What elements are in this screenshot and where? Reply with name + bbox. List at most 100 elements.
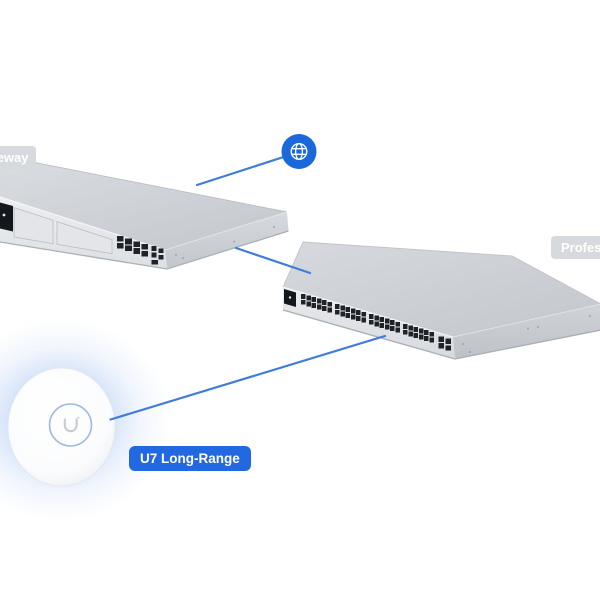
rj45-port <box>327 301 332 307</box>
gateway-label-badge: Gateway <box>0 146 37 169</box>
rj45-port <box>340 305 345 311</box>
sfp-port <box>151 252 157 258</box>
access-point-device[interactable] <box>7 367 116 487</box>
gateway-side-face <box>165 212 289 269</box>
sfp-port <box>158 248 164 254</box>
rj45-port <box>311 297 317 302</box>
rj45-port <box>403 329 408 335</box>
switch-display-led <box>288 296 292 299</box>
rj45-port <box>311 303 317 308</box>
link-internet-gateway <box>195 150 301 187</box>
gateway-side-top-edge <box>164 211 288 251</box>
rj45-port <box>345 307 351 312</box>
sfp-port <box>445 338 452 344</box>
link-gateway-switch <box>234 246 312 275</box>
rj45-port <box>390 320 395 326</box>
rj45-port <box>141 244 149 250</box>
rj45-port <box>413 333 419 338</box>
rj45-port <box>429 337 434 343</box>
switch-sfp-port-block <box>438 336 452 351</box>
rj45-port <box>369 319 374 325</box>
rj45-port <box>418 334 424 340</box>
rj45-port <box>125 238 132 245</box>
gateway-sfp-port-block <box>151 246 164 260</box>
ap-ring <box>48 403 93 447</box>
rj45-port <box>408 331 413 337</box>
rj45-port <box>374 321 379 327</box>
sfp-port <box>438 336 444 342</box>
rj45-port <box>356 316 361 321</box>
rj45-port <box>350 314 356 320</box>
rj45-port <box>322 306 327 311</box>
gateway-bottom-edge <box>0 230 289 270</box>
sfp-port <box>151 246 157 251</box>
switch-top-face <box>283 242 600 337</box>
rj45-port <box>322 300 327 306</box>
rj45-port <box>316 304 322 310</box>
rj45-port <box>379 317 385 322</box>
gateway-device[interactable] <box>0 155 289 270</box>
rj45-port <box>369 313 374 319</box>
internet-globe-node[interactable] <box>281 134 317 169</box>
gateway-front-top-edge <box>0 196 166 251</box>
gateway-top-face <box>0 155 287 250</box>
rj45-port <box>384 318 390 324</box>
switch-side-face <box>453 304 600 359</box>
globe-icon <box>290 143 308 160</box>
switch-device[interactable] <box>282 241 600 360</box>
gateway-corner-seam <box>165 250 169 270</box>
rj45-port <box>125 245 132 252</box>
rj45-port <box>418 328 424 334</box>
ap-disc <box>7 367 116 487</box>
gateway-tray-panel <box>13 207 54 245</box>
sfp-port <box>158 254 164 260</box>
switch-front-top-edge <box>282 286 454 338</box>
switch-side-top-edge <box>452 303 600 338</box>
gateway-side-screws <box>175 226 275 259</box>
rj45-port <box>429 331 434 337</box>
ap-label-badge[interactable]: U7 Long-Range <box>129 446 251 471</box>
rj45-port <box>345 313 351 318</box>
switch-side-screws <box>462 315 591 353</box>
switch-bottom-edge <box>282 309 600 360</box>
link-access_point-switch <box>109 334 387 421</box>
switch-corner-seam <box>453 337 457 360</box>
rj45-port <box>306 295 311 301</box>
rj45-port <box>301 299 306 305</box>
rj45-port <box>335 304 340 309</box>
rj45-port <box>408 325 413 331</box>
sfp-port <box>438 343 444 349</box>
rj45-port <box>117 236 124 242</box>
globe-circle <box>281 134 317 169</box>
rj45-port <box>390 326 395 331</box>
gateway-console-port <box>151 260 158 265</box>
rj45-port <box>301 294 306 299</box>
sfp-port <box>445 345 452 351</box>
rj45-port <box>133 241 140 247</box>
switch-rj45-port-block <box>301 294 434 343</box>
rj45-port <box>413 327 419 332</box>
switch-label-badge: Professional <box>551 236 600 259</box>
rj45-port <box>374 315 379 321</box>
rj45-port <box>379 323 385 328</box>
gateway-rj45-port-block <box>117 236 149 257</box>
rj45-port <box>424 330 429 336</box>
rj45-port <box>327 307 332 313</box>
gateway-display <box>0 202 13 232</box>
rj45-port <box>384 324 390 330</box>
rj45-port <box>350 308 356 314</box>
rj45-port <box>133 248 140 254</box>
rj45-port <box>316 298 322 304</box>
rj45-port <box>141 250 149 257</box>
ubiquiti-logo-icon <box>63 416 80 433</box>
rj45-port <box>340 311 345 317</box>
rj45-port <box>395 321 400 327</box>
rj45-port <box>117 242 124 249</box>
gateway-back-edge <box>0 155 288 213</box>
switch-back-edge <box>282 241 600 304</box>
rj45-port <box>424 336 429 341</box>
gateway-display-led <box>2 213 6 217</box>
rj45-port <box>361 311 366 317</box>
rj45-port <box>335 309 340 315</box>
